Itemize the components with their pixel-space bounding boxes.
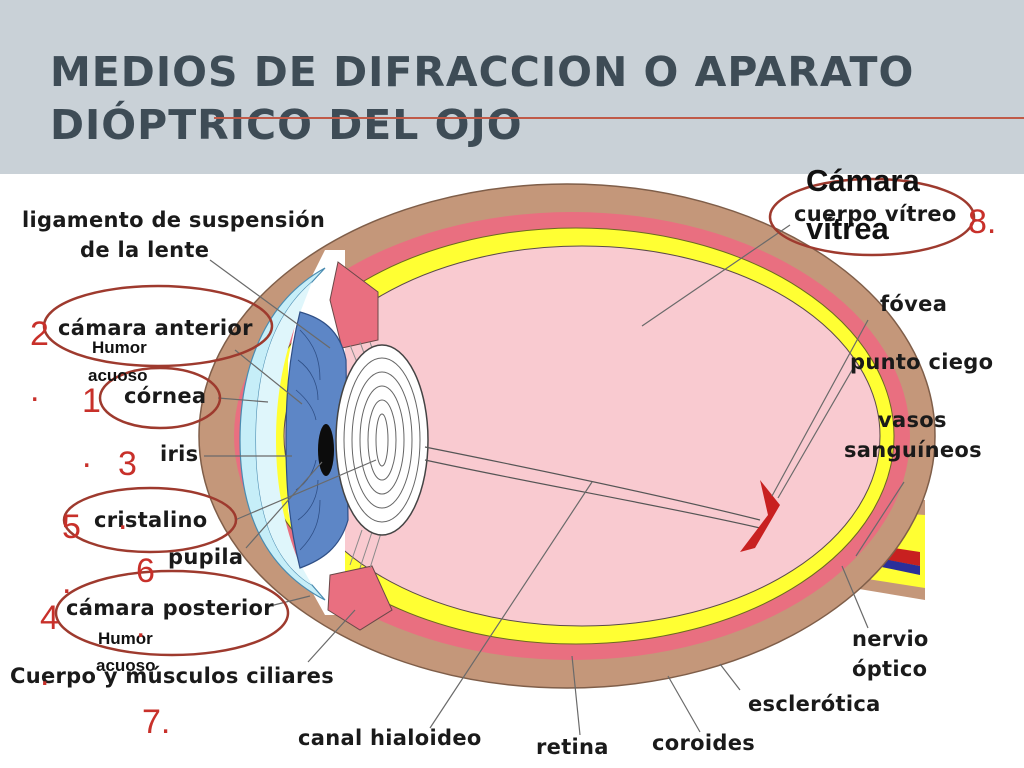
annotation-humor-1: Humor [92,338,147,357]
label-ligamento: ligamento de suspensión [22,208,326,232]
annotation-humor-2: Humor [98,629,153,648]
label-cuerpo-musculos: Cuerpo y músculos ciliares [10,664,335,688]
annotation-circles [42,177,976,657]
anterior-chamber [256,282,312,585]
number-7: 7. [142,703,171,741]
number-5: 5 [62,508,81,546]
label-punto-ciego: punto ciego [850,350,994,374]
title-banner [0,0,1024,174]
label-coroides: coroides [652,731,756,755]
number-6-dot: . [136,607,146,645]
label-vasos: vasos [878,408,947,432]
label-retina: retina [536,735,609,759]
title-underline [214,117,1024,119]
hyaloid-canal-edge [424,459,761,529]
label-fovea: fóvea [880,292,948,316]
label-nervio: nervio [852,627,929,651]
label-iris: iris [160,442,199,466]
label-camara-posterior: cámara posterior [66,596,274,620]
label-optico: óptico [852,657,928,681]
retinal-vessels [740,480,780,552]
label-camara-anterior: cámara anterior [58,316,253,340]
number-3-dot: . [118,499,128,537]
hyaloid-canal [424,446,761,521]
annotation-acuoso-2: acuoso [96,656,156,675]
lens [335,344,429,536]
label-canal-hialoideo: canal hialoideo [298,726,482,750]
label-cristalino: cristalino [94,508,208,532]
annotation-vitrea: vítrea [806,211,889,246]
ciliary-body-bottom [327,565,393,631]
annotation-camara: Cámara [806,163,920,198]
label-pupila: pupila [168,545,244,569]
number-1: 1 [82,382,101,420]
label-cuerpo-vitreo: cuerpo vítreo [794,202,957,226]
pupil [318,424,334,476]
vitreous-body [283,245,881,627]
annotation-acuoso-1: acuoso [88,366,148,385]
slide-title: Medios de difraccion o aparato dióptrico… [50,48,915,149]
number-5-dot: . [62,563,72,601]
label-esclerotica: esclerótica [748,692,881,716]
ciliary-body-top [329,261,379,349]
number-8: 8. [968,203,997,241]
leader-lines [204,224,905,736]
iris [285,311,349,569]
number-3: 3 [118,445,137,483]
number-2: 2 [30,315,49,353]
label-sanguineos: sanguíneos [844,438,982,462]
number-4: 4 [40,599,59,637]
number-2-dot: . [30,371,40,409]
number-6: 6 [136,552,155,590]
number-1-dot: . [82,437,92,475]
label-ligamento-line2: de la lente [80,238,210,262]
number-4-dot: . [40,655,50,693]
label-cornea: córnea [124,384,207,408]
